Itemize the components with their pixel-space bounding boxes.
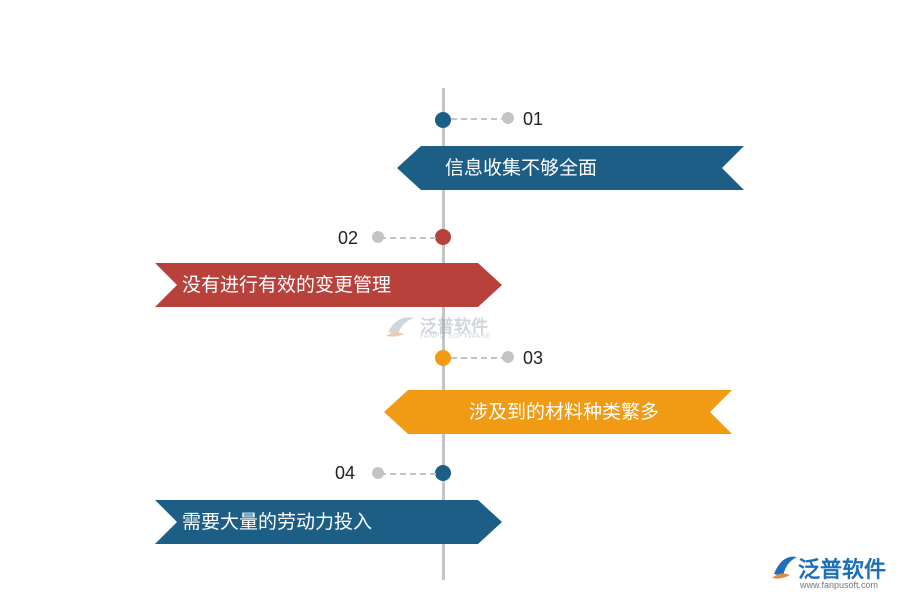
step-4-banner-shape: [155, 500, 502, 544]
logo-brand: 泛普软件: [798, 558, 887, 583]
watermark-brand: 泛普软件: [420, 317, 488, 337]
step-2-number: 02: [338, 228, 359, 248]
brand-logo: 泛普软件 www.fanpusoft.com: [770, 552, 886, 590]
step-1-number: 01: [523, 109, 544, 129]
step-1-banner-shape: [397, 146, 744, 190]
fanpu-logo-icon: [386, 317, 414, 337]
step-1-leader-end: [502, 112, 514, 124]
step-2-leader: [380, 237, 436, 239]
step-3-leader-end: [502, 351, 514, 363]
step-4-number: 04: [335, 463, 356, 483]
step-3-number: 03: [523, 348, 544, 368]
step-2-label: 没有进行有效的变更管理: [182, 274, 392, 296]
step-3-label: 涉及到的材料种类繁多: [469, 401, 660, 423]
step-4-leader-end: [372, 467, 384, 479]
step-2-banner: 没有进行有效的变更管理: [155, 263, 502, 307]
step-4-label: 需要大量的劳动力投入: [182, 511, 373, 533]
step-4-banner: 需要大量的劳动力投入: [155, 500, 502, 544]
step-4-leader: [380, 473, 436, 475]
timeline-axis: [442, 88, 445, 580]
step-3-leader: [451, 357, 507, 359]
step-1-label: 信息收集不够全面: [445, 157, 598, 179]
step-1-dot: [435, 112, 451, 128]
step-3-banner-shape: [384, 390, 732, 434]
step-1-banner: 信息收集不够全面: [397, 146, 744, 190]
step-3-dot: [435, 350, 451, 366]
step-1-leader: [451, 118, 507, 120]
step-2-banner-shape: [155, 263, 502, 307]
step-2-leader-end: [372, 231, 384, 243]
fanpu-logo-icon: [772, 556, 797, 579]
watermark-sub: FANPU SOFTWARE: [420, 332, 491, 340]
watermark: 泛普软件 FANPU SOFTWARE: [384, 312, 490, 342]
step-2-dot: [435, 229, 451, 245]
step-4-dot: [435, 465, 451, 481]
logo-url: www.fanpusoft.com: [800, 580, 879, 590]
step-3-banner: 涉及到的材料种类繁多: [384, 390, 732, 434]
